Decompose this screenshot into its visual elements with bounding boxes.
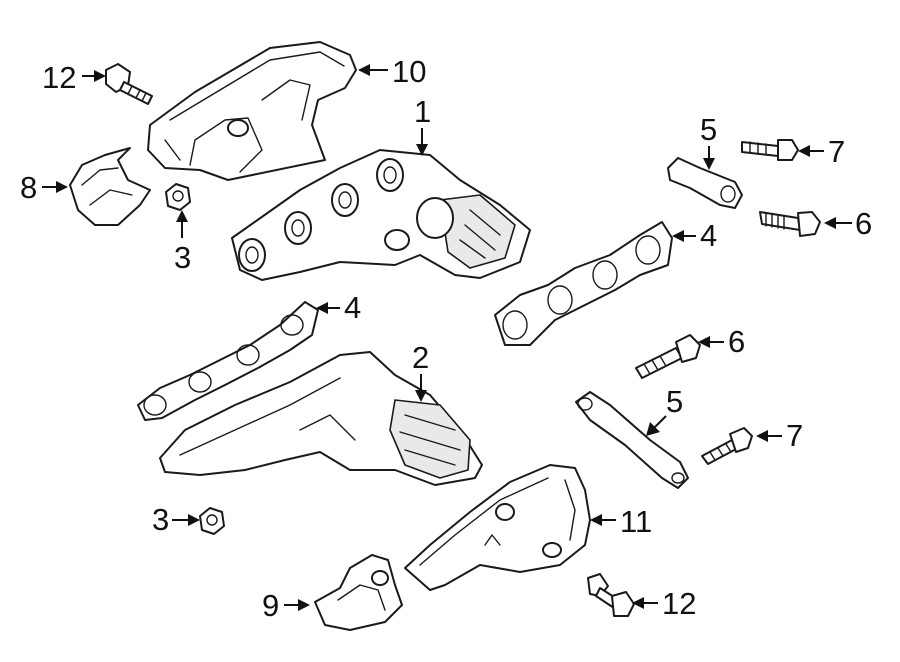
bolt-12-lower (587, 573, 635, 617)
manifold-gasket-left (137, 301, 319, 421)
callout-4-left: 4 (316, 290, 361, 325)
callout-5-upper: 5 (700, 112, 717, 170)
callout-label: 6 (728, 324, 745, 359)
callout-10: 10 (358, 54, 426, 89)
heat-shield-small (69, 147, 151, 226)
callout-8: 8 (20, 170, 68, 205)
converter-heat-shield (314, 554, 403, 631)
bracket-lower (575, 391, 689, 489)
callout-3-upper: 3 (174, 210, 191, 275)
bolt-7-lower (701, 427, 753, 465)
bolt-6-upper (759, 211, 821, 237)
callout-label: 12 (42, 60, 76, 95)
callout-label: 12 (662, 586, 696, 621)
callout-label: 8 (20, 170, 37, 205)
callout-11: 11 (590, 504, 652, 539)
bracket-upper (667, 157, 743, 209)
manifold-gasket-right (494, 221, 673, 346)
callout-label: 4 (344, 290, 361, 325)
callout-label: 2 (412, 340, 429, 375)
callout-5-lower: 5 (646, 384, 683, 436)
callout-label: 7 (786, 418, 803, 453)
callout-7-lower: 7 (756, 418, 803, 453)
bolt-6-lower (635, 334, 701, 379)
callout-12-upper: 12 (42, 60, 106, 95)
callout-label: 6 (855, 206, 872, 241)
callout-2: 2 (412, 340, 429, 402)
callout-label: 7 (828, 134, 845, 169)
heat-shield-lower (404, 464, 591, 591)
callout-7-upper: 7 (798, 134, 845, 169)
callout-label: 3 (174, 240, 191, 275)
callout-9: 9 (262, 588, 310, 623)
callout-label: 1 (414, 94, 431, 129)
callout-3-lower: 3 (152, 502, 200, 537)
callout-6-upper: 6 (824, 206, 872, 241)
callout-6-lower: 6 (698, 324, 745, 359)
callout-label: 4 (700, 218, 717, 253)
bolt-12-upper (105, 63, 153, 105)
callout-label: 11 (620, 504, 652, 539)
bolt-7-upper (741, 139, 799, 161)
nut-upper (165, 183, 191, 211)
exhaust-manifold-upper (231, 149, 531, 281)
callout-label: 5 (700, 112, 717, 147)
nut-lower (199, 507, 225, 535)
callout-12-lower: 12 (632, 586, 696, 621)
callout-label: 3 (152, 502, 169, 537)
callout-1: 1 (414, 94, 431, 156)
callout-label: 10 (392, 54, 426, 89)
callout-4-right: 4 (672, 218, 717, 253)
exhaust-manifold-lower (159, 351, 483, 486)
callout-label: 5 (666, 384, 683, 419)
heat-shield-upper (147, 41, 357, 181)
callout-label: 9 (262, 588, 279, 623)
